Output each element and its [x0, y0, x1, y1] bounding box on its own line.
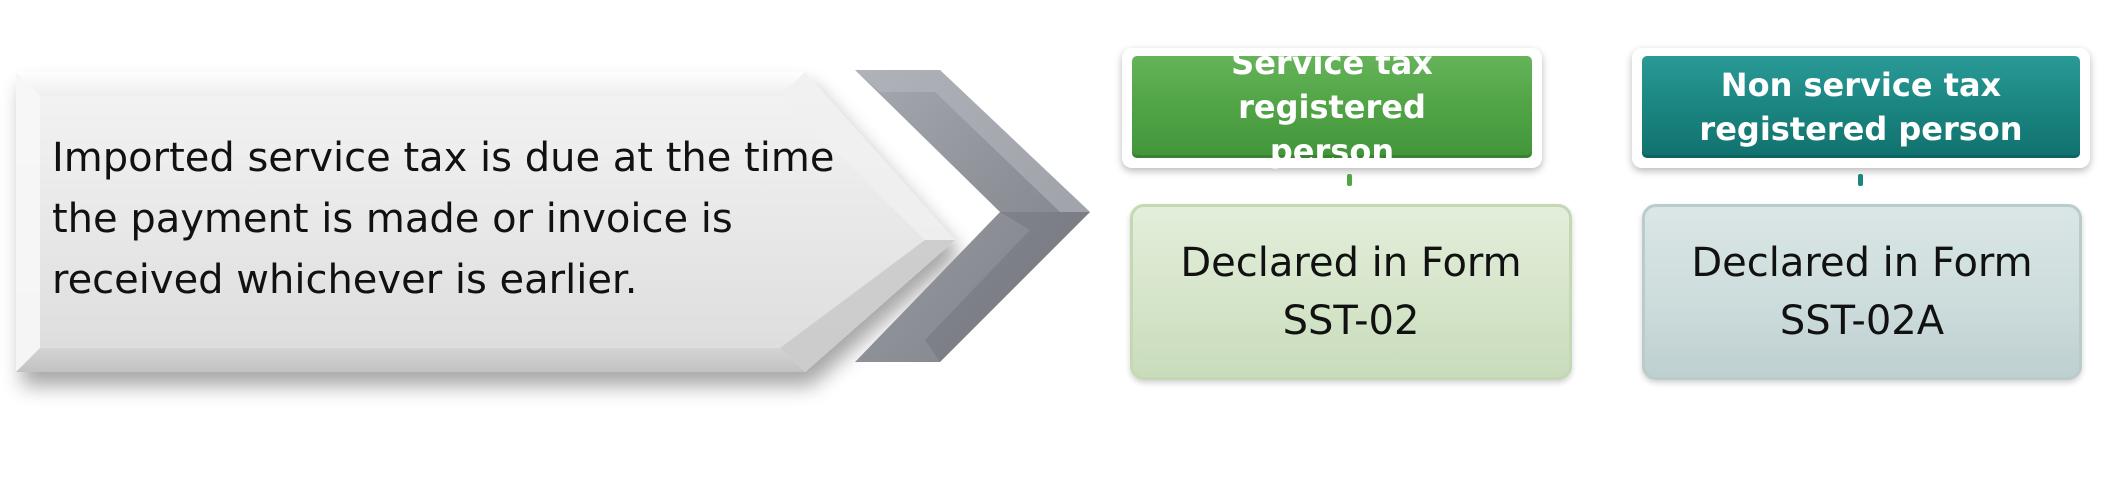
header-non-service-tax-registered: Non service tax registered person: [1642, 56, 2080, 158]
header-service-tax-registered: Service tax registered person: [1132, 44, 1532, 170]
intro-line: received whichever is earlier.: [52, 257, 638, 303]
header-line: person: [1269, 132, 1395, 170]
result-line: SST-02A: [1779, 298, 1945, 344]
result-line: Declared in Form: [1691, 240, 2033, 286]
connector-non-registered: [1858, 174, 1863, 186]
main-arrow-shape: [16, 72, 955, 372]
header-line: Non service tax: [1720, 66, 2002, 104]
result-sst-02: Declared in Form SST-02: [1130, 204, 1572, 380]
chevron-right-icon: [855, 70, 1090, 362]
connector-registered: [1347, 174, 1352, 186]
result-line: Declared in Form: [1180, 240, 1522, 286]
result-line: SST-02: [1282, 298, 1420, 344]
intro-line: Imported service tax is due at the time: [52, 135, 835, 181]
intro-line: the payment is made or invoice is: [52, 196, 733, 242]
intro-text: Imported service tax is due at the time …: [52, 128, 892, 311]
result-sst-02a: Declared in Form SST-02A: [1642, 204, 2082, 380]
header-line: registered person: [1699, 110, 2023, 148]
header-line: Service tax registered: [1231, 44, 1433, 126]
